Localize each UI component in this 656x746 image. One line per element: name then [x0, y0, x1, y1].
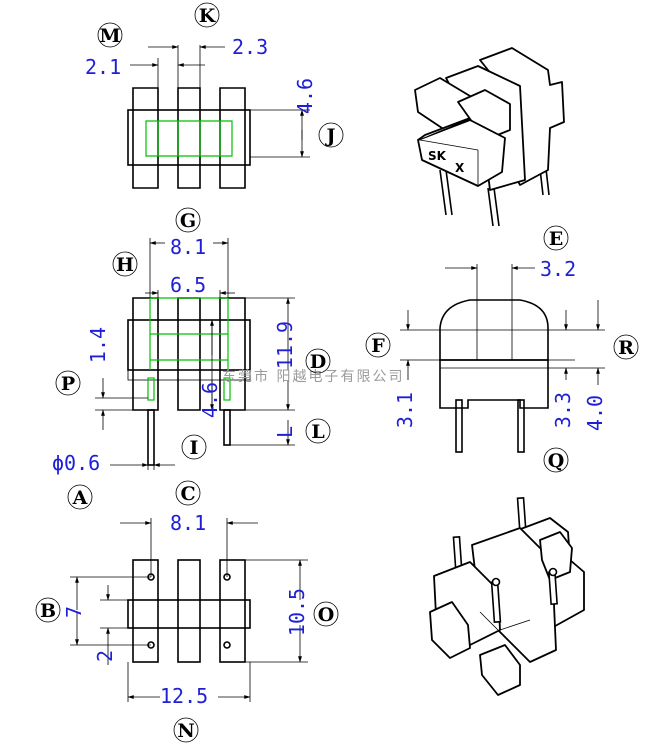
callout-p: P [61, 373, 75, 395]
callout-h: H [116, 254, 134, 276]
pin-hole [223, 641, 231, 649]
dim-e-value: 3.2 [540, 257, 576, 281]
front-view [95, 238, 295, 470]
callout-r: R [618, 337, 634, 359]
iso-view-bottom [429, 496, 585, 696]
dim-k-value: 2.3 [232, 35, 268, 59]
dim-f-value: 3.1 [393, 392, 417, 428]
dim-m-value: 2.1 [85, 55, 121, 79]
callout-k: K [199, 5, 217, 27]
callout-d: D [310, 351, 326, 373]
right-pin-highlight [223, 377, 231, 401]
callout-j: J [325, 125, 336, 147]
callout-m: M [99, 25, 120, 47]
callout-a: A [72, 487, 88, 509]
left-pin-highlight [147, 377, 155, 401]
dim-j-value: 4.6 [293, 78, 317, 114]
marking-sk: SK [428, 149, 447, 163]
dim-q-value: 3.3 [551, 392, 575, 428]
front-window-outline [149, 297, 229, 370]
winding-window-outline [145, 120, 233, 157]
dim-o-value: 10.5 [285, 588, 309, 636]
callout-o: O [318, 604, 335, 626]
callout-q: Q [548, 450, 565, 472]
bottom-view [70, 518, 308, 702]
dim-g-value: 8.1 [170, 235, 206, 259]
iso-view-top [414, 47, 565, 227]
callout-f: F [371, 335, 385, 357]
callout-l: L [311, 421, 324, 443]
marking-x: X [455, 161, 465, 175]
callout-n: N [177, 720, 194, 742]
callouts: M K J G H D P I L A E F R Q C B O N [35, 2, 639, 743]
side-view [400, 264, 605, 453]
dim-l-value: L [273, 426, 297, 438]
dim-d-value: 11.9 [273, 321, 297, 369]
callout-b: B [40, 600, 56, 622]
dim-a-value: ϕ0.6 [52, 451, 100, 475]
dim-n-value: 12.5 [160, 684, 208, 708]
callout-e: E [549, 228, 563, 250]
dim-b-two-value: 2 [93, 650, 117, 662]
top-view [127, 45, 310, 189]
callout-c: C [180, 483, 195, 505]
dim-r-value: 4.0 [583, 395, 607, 431]
dim-c-value: 8.1 [170, 511, 206, 535]
dim-h-value: 6.5 [170, 273, 206, 297]
callout-i: I [190, 437, 199, 459]
dim-p-value: 1.4 [86, 327, 110, 363]
dim-b-seven-value: 7 [62, 606, 86, 618]
company-watermark: 东莞市 阳越电子有限公司 [222, 368, 404, 385]
dim-i-value: 4.6 [198, 382, 222, 418]
callout-g: G [180, 210, 196, 232]
